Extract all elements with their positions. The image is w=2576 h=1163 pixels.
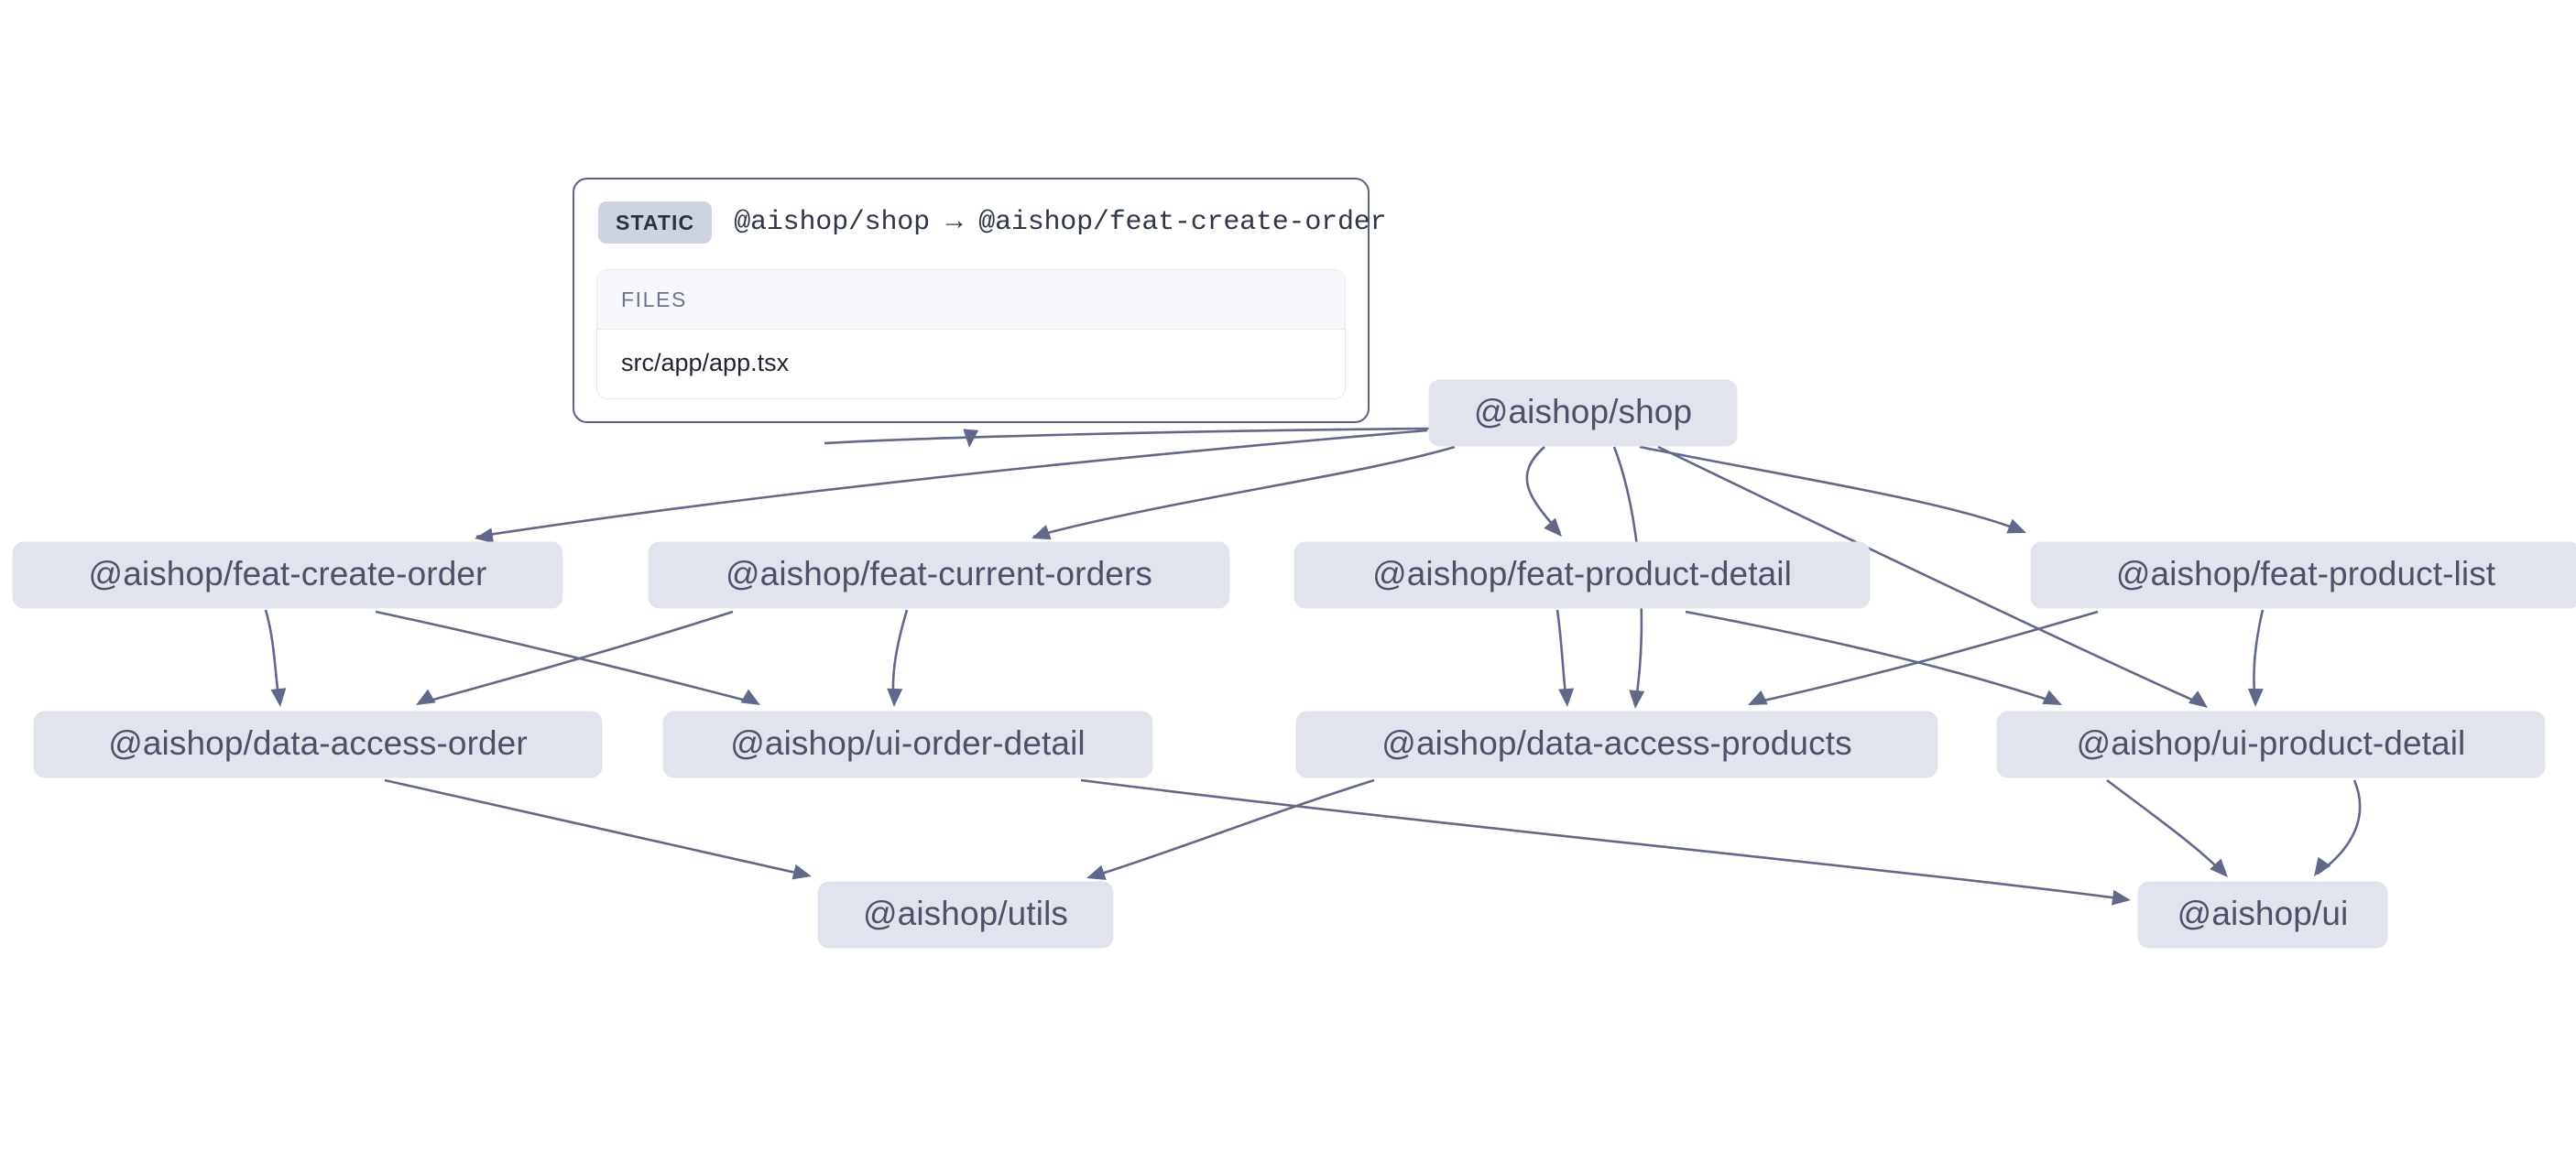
- graph-edge-arrowhead: [416, 689, 436, 705]
- graph-node-data-access-order[interactable]: @aishop/data-access-order: [33, 711, 603, 778]
- node-label: @aishop/feat-product-list: [2116, 555, 2496, 592]
- files-panel: FILES src/app/app.tsx: [596, 269, 1346, 399]
- graph-edge: [1080, 778, 2126, 901]
- node-label: @aishop/shop: [1474, 393, 1692, 430]
- node-background: [1428, 379, 1738, 447]
- graph-edge-arrowhead: [270, 688, 287, 707]
- graph-edge-arrowhead: [2006, 518, 2026, 534]
- file-row[interactable]: src/app/app.tsx: [597, 330, 1345, 398]
- graph-edge-arrowhead: [2042, 690, 2062, 705]
- files-list: src/app/app.tsx: [597, 330, 1345, 398]
- node-background: [817, 881, 1114, 949]
- node-background: [2030, 541, 2576, 609]
- graph-edge-arrowhead: [1558, 688, 1575, 707]
- graph-edge: [1525, 446, 1561, 534]
- node-background: [33, 711, 603, 778]
- graph-edge: [1639, 445, 2023, 533]
- node-background: [1293, 541, 1871, 609]
- graph-edge: [375, 610, 758, 705]
- graph-node-data-access-products[interactable]: @aishop/data-access-products: [1295, 711, 1938, 778]
- graph-edge-arrowhead: [2112, 889, 2131, 906]
- node-background: [648, 541, 1230, 609]
- node-label: @aishop/feat-current-orders: [726, 555, 1152, 592]
- graph-edge: [1089, 778, 1375, 879]
- node-background: [1295, 711, 1938, 778]
- graph-edge-arrowhead: [2188, 690, 2208, 708]
- node-background: [2137, 881, 2388, 949]
- node-label: @aishop/data-access-order: [108, 724, 528, 762]
- tooltip-header: STATIC @aishop/shop → @aishop/feat-creat…: [596, 200, 1387, 247]
- graph-node-feat-product-detail[interactable]: @aishop/feat-product-detail: [1293, 541, 1871, 609]
- graph-node-ui-order-detail[interactable]: @aishop/ui-order-detail: [662, 711, 1153, 778]
- graph-node-utils[interactable]: @aishop/utils: [817, 881, 1114, 949]
- node-label: @aishop/ui-order-detail: [730, 724, 1085, 762]
- graph-edge-arrowhead: [1629, 690, 1645, 709]
- graph-edge-arrowhead: [1086, 864, 1107, 880]
- nodes-layer: @aishop/shop @aishop/feat-create-order @ai…: [12, 379, 2576, 949]
- node-background: [1996, 711, 2546, 778]
- node-label: @aishop/ui: [2178, 895, 2349, 932]
- graph-node-ui-product-detail[interactable]: @aishop/ui-product-detail: [1996, 711, 2546, 778]
- node-label: @aishop/utils: [863, 895, 1068, 932]
- graph-edge: [419, 610, 734, 705]
- graph-edge: [384, 778, 809, 877]
- files-heading: FILES: [597, 270, 1345, 330]
- graph-edge: [1032, 445, 1456, 538]
- dependency-tooltip[interactable]: STATIC @aishop/shop → @aishop/feat-creat…: [573, 178, 1387, 423]
- graph-node-shop[interactable]: @aishop/shop: [1428, 379, 1738, 447]
- graph-edge-arrowhead: [475, 527, 495, 544]
- node-background: [662, 711, 1153, 778]
- graph-edge-arrowhead: [1748, 690, 1768, 705]
- graph-node-feat-product-list[interactable]: @aishop/feat-product-list: [2030, 541, 2576, 609]
- node-label: @aishop/feat-product-detail: [1372, 555, 1792, 592]
- graph-edge: [2106, 778, 2225, 875]
- graph-node-ui[interactable]: @aishop/ui: [2137, 881, 2388, 949]
- graph-edge-arrowhead: [740, 689, 760, 705]
- graph-edge-arrowhead: [2210, 858, 2228, 877]
- graph-edge: [1685, 610, 2059, 705]
- graph-edge: [2317, 779, 2362, 875]
- graph-edge-arrowhead: [2314, 856, 2331, 876]
- static-badge: STATIC: [598, 201, 713, 244]
- edges-layer: [264, 427, 2362, 906]
- node-label: @aishop/ui-product-detail: [2077, 724, 2466, 762]
- node-label: @aishop/data-access-products: [1381, 724, 1851, 762]
- graph-edge-arrowhead: [1544, 517, 1562, 537]
- graph-edge-arrowhead: [887, 688, 903, 707]
- graph-node-feat-create-order[interactable]: @aishop/feat-create-order: [12, 541, 563, 609]
- tooltip-title: @aishop/shop → @aishop/feat-create-order: [734, 207, 1387, 238]
- graph-edge-arrowhead: [2247, 688, 2264, 707]
- graph-edge: [1751, 610, 2099, 705]
- graph-edge: [1657, 445, 2205, 707]
- node-label: @aishop/feat-create-order: [89, 555, 487, 592]
- graph-edge: [824, 427, 1432, 445]
- graph-edge-arrowhead: [963, 429, 979, 448]
- graph-node-feat-current-orders[interactable]: @aishop/feat-current-orders: [648, 541, 1230, 609]
- graph-edge: [475, 429, 1428, 538]
- graph-edge-arrowhead: [1031, 525, 1052, 540]
- node-background: [12, 541, 563, 609]
- graph-edge-arrowhead: [791, 864, 812, 880]
